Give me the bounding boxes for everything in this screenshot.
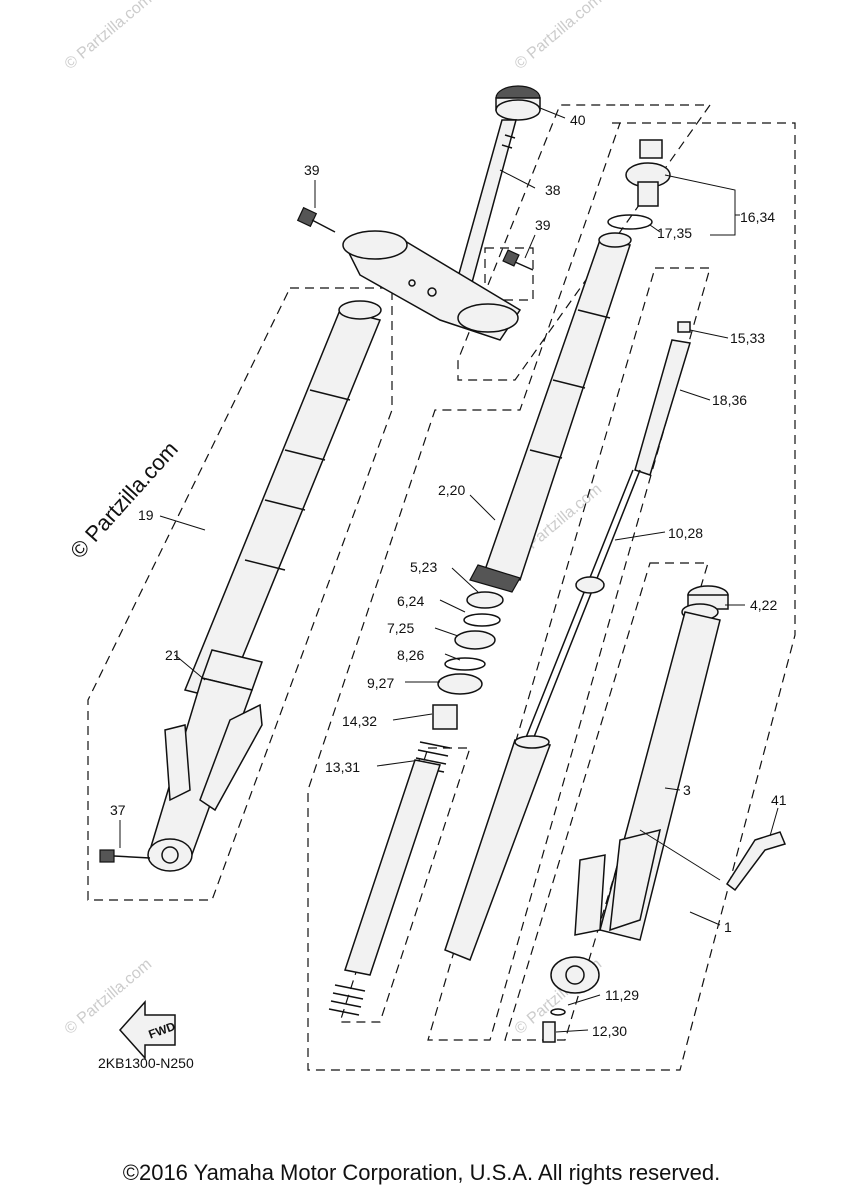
watermark-small: © Partzilla.com bbox=[62, 0, 156, 73]
fork-cap-left bbox=[338, 300, 382, 320]
outline-assembly-1 bbox=[307, 122, 796, 1071]
callout-4-22: 4,22 bbox=[750, 597, 777, 613]
callout-38: 38 bbox=[545, 182, 561, 198]
callout-labels: 40 38 39 39 16,34 17,35 15,33 18,36 19 2… bbox=[98, 112, 787, 1071]
copyright-notice: ©2016 Yamaha Motor Corporation, U.S.A. A… bbox=[122, 1160, 721, 1185]
callout-6-24: 6,24 bbox=[397, 593, 424, 609]
callout-11-29: 11,29 bbox=[605, 987, 639, 1003]
axle-clamp-left bbox=[147, 838, 193, 872]
callout-19: 19 bbox=[138, 507, 154, 523]
fwd-arrow-shape bbox=[118, 1000, 176, 1060]
watermark-small: © Partzilla.com bbox=[512, 0, 606, 73]
callout-14-32: 14,32 bbox=[342, 713, 377, 729]
callout-10-28: 10,28 bbox=[668, 525, 703, 541]
spring-tube bbox=[344, 759, 441, 976]
caliper-mount-left bbox=[164, 724, 191, 802]
assembly-outlines bbox=[87, 104, 796, 1071]
bracket-right bbox=[609, 828, 661, 932]
callout-39: 39 bbox=[304, 162, 320, 178]
oil-seal-7-25 bbox=[454, 630, 496, 650]
spring-13-31 bbox=[413, 741, 451, 773]
bracket-clamp-left bbox=[342, 230, 408, 260]
caliper-mount-right bbox=[574, 854, 606, 936]
cap-bolt-assembly bbox=[607, 139, 671, 230]
nut-15-33 bbox=[677, 321, 691, 333]
bolt-12-30 bbox=[542, 1021, 556, 1043]
seals-stack bbox=[328, 591, 504, 1016]
damper-cylinder bbox=[444, 739, 552, 961]
adjuster-rod-18-36 bbox=[634, 339, 691, 476]
dust-seal-5-23 bbox=[466, 591, 504, 609]
o-ring-17-35 bbox=[607, 214, 653, 230]
outer-tube-right bbox=[542, 585, 729, 1043]
clip-6-24 bbox=[463, 613, 501, 627]
outline-bolt-39 bbox=[484, 247, 534, 301]
callout-18-36: 18,36 bbox=[712, 392, 747, 408]
outline-outer-tube bbox=[504, 562, 709, 1041]
callout-37: 37 bbox=[110, 802, 126, 818]
outline-stem bbox=[457, 104, 712, 381]
callout-41: 41 bbox=[771, 792, 787, 808]
callout-12-30: 12,30 bbox=[592, 1023, 627, 1039]
bolt-head bbox=[502, 249, 520, 267]
cap-top bbox=[639, 139, 663, 159]
callout-3: 3 bbox=[683, 782, 691, 798]
fwd-arrow: FWD bbox=[118, 1000, 177, 1060]
damper-rod-assembly bbox=[444, 321, 691, 961]
spacer-14-32 bbox=[432, 704, 458, 730]
inner-tube-right bbox=[469, 232, 632, 593]
leader-lines bbox=[119, 107, 779, 1033]
guide-bushing bbox=[469, 564, 521, 593]
callout-8-26: 8,26 bbox=[397, 647, 424, 663]
piston bbox=[575, 576, 605, 594]
callout-40: 40 bbox=[570, 112, 586, 128]
damper-rod-10-28 bbox=[524, 469, 634, 741]
callout-39: 39 bbox=[535, 217, 551, 233]
callout-1: 1 bbox=[724, 919, 732, 935]
bushing-9-27 bbox=[437, 673, 483, 695]
callout-2-20: 2,20 bbox=[438, 482, 465, 498]
callout-5-23: 5,23 bbox=[410, 559, 437, 575]
washer-11-29 bbox=[550, 1008, 566, 1016]
callout-9-27: 9,27 bbox=[367, 675, 394, 691]
bearing-bottom bbox=[495, 99, 541, 121]
bolts-39 bbox=[296, 206, 534, 271]
callout-15-33: 15,33 bbox=[730, 330, 765, 346]
callout-7-25: 7,25 bbox=[387, 620, 414, 636]
spring-bottom bbox=[328, 984, 366, 1016]
cap-bolt-body bbox=[637, 181, 659, 207]
fork-assembly-left bbox=[99, 300, 382, 872]
lower-bracket bbox=[342, 230, 522, 341]
callout-13-31: 13,31 bbox=[325, 759, 360, 775]
callout-16-34: 16,34 bbox=[740, 209, 775, 225]
washer-8-26 bbox=[444, 657, 486, 671]
bolt-37 bbox=[99, 849, 115, 863]
axle-clamp-right bbox=[550, 956, 600, 994]
callout-21: 21 bbox=[165, 647, 181, 663]
steering-stem bbox=[454, 85, 541, 291]
watermark-main: © Partzilla.com bbox=[65, 436, 183, 563]
hose-guide-41 bbox=[725, 831, 787, 892]
diagram-code: 2KB1300-N250 bbox=[98, 1055, 194, 1071]
bracket-clamp-right bbox=[457, 303, 519, 333]
bolt-head bbox=[296, 206, 318, 228]
bracket-left bbox=[199, 703, 263, 812]
outline-assembly-19 bbox=[87, 287, 393, 901]
guard-41 bbox=[725, 831, 787, 892]
inner-tube-top bbox=[598, 232, 632, 248]
callout-17-35: 17,35 bbox=[657, 225, 692, 241]
